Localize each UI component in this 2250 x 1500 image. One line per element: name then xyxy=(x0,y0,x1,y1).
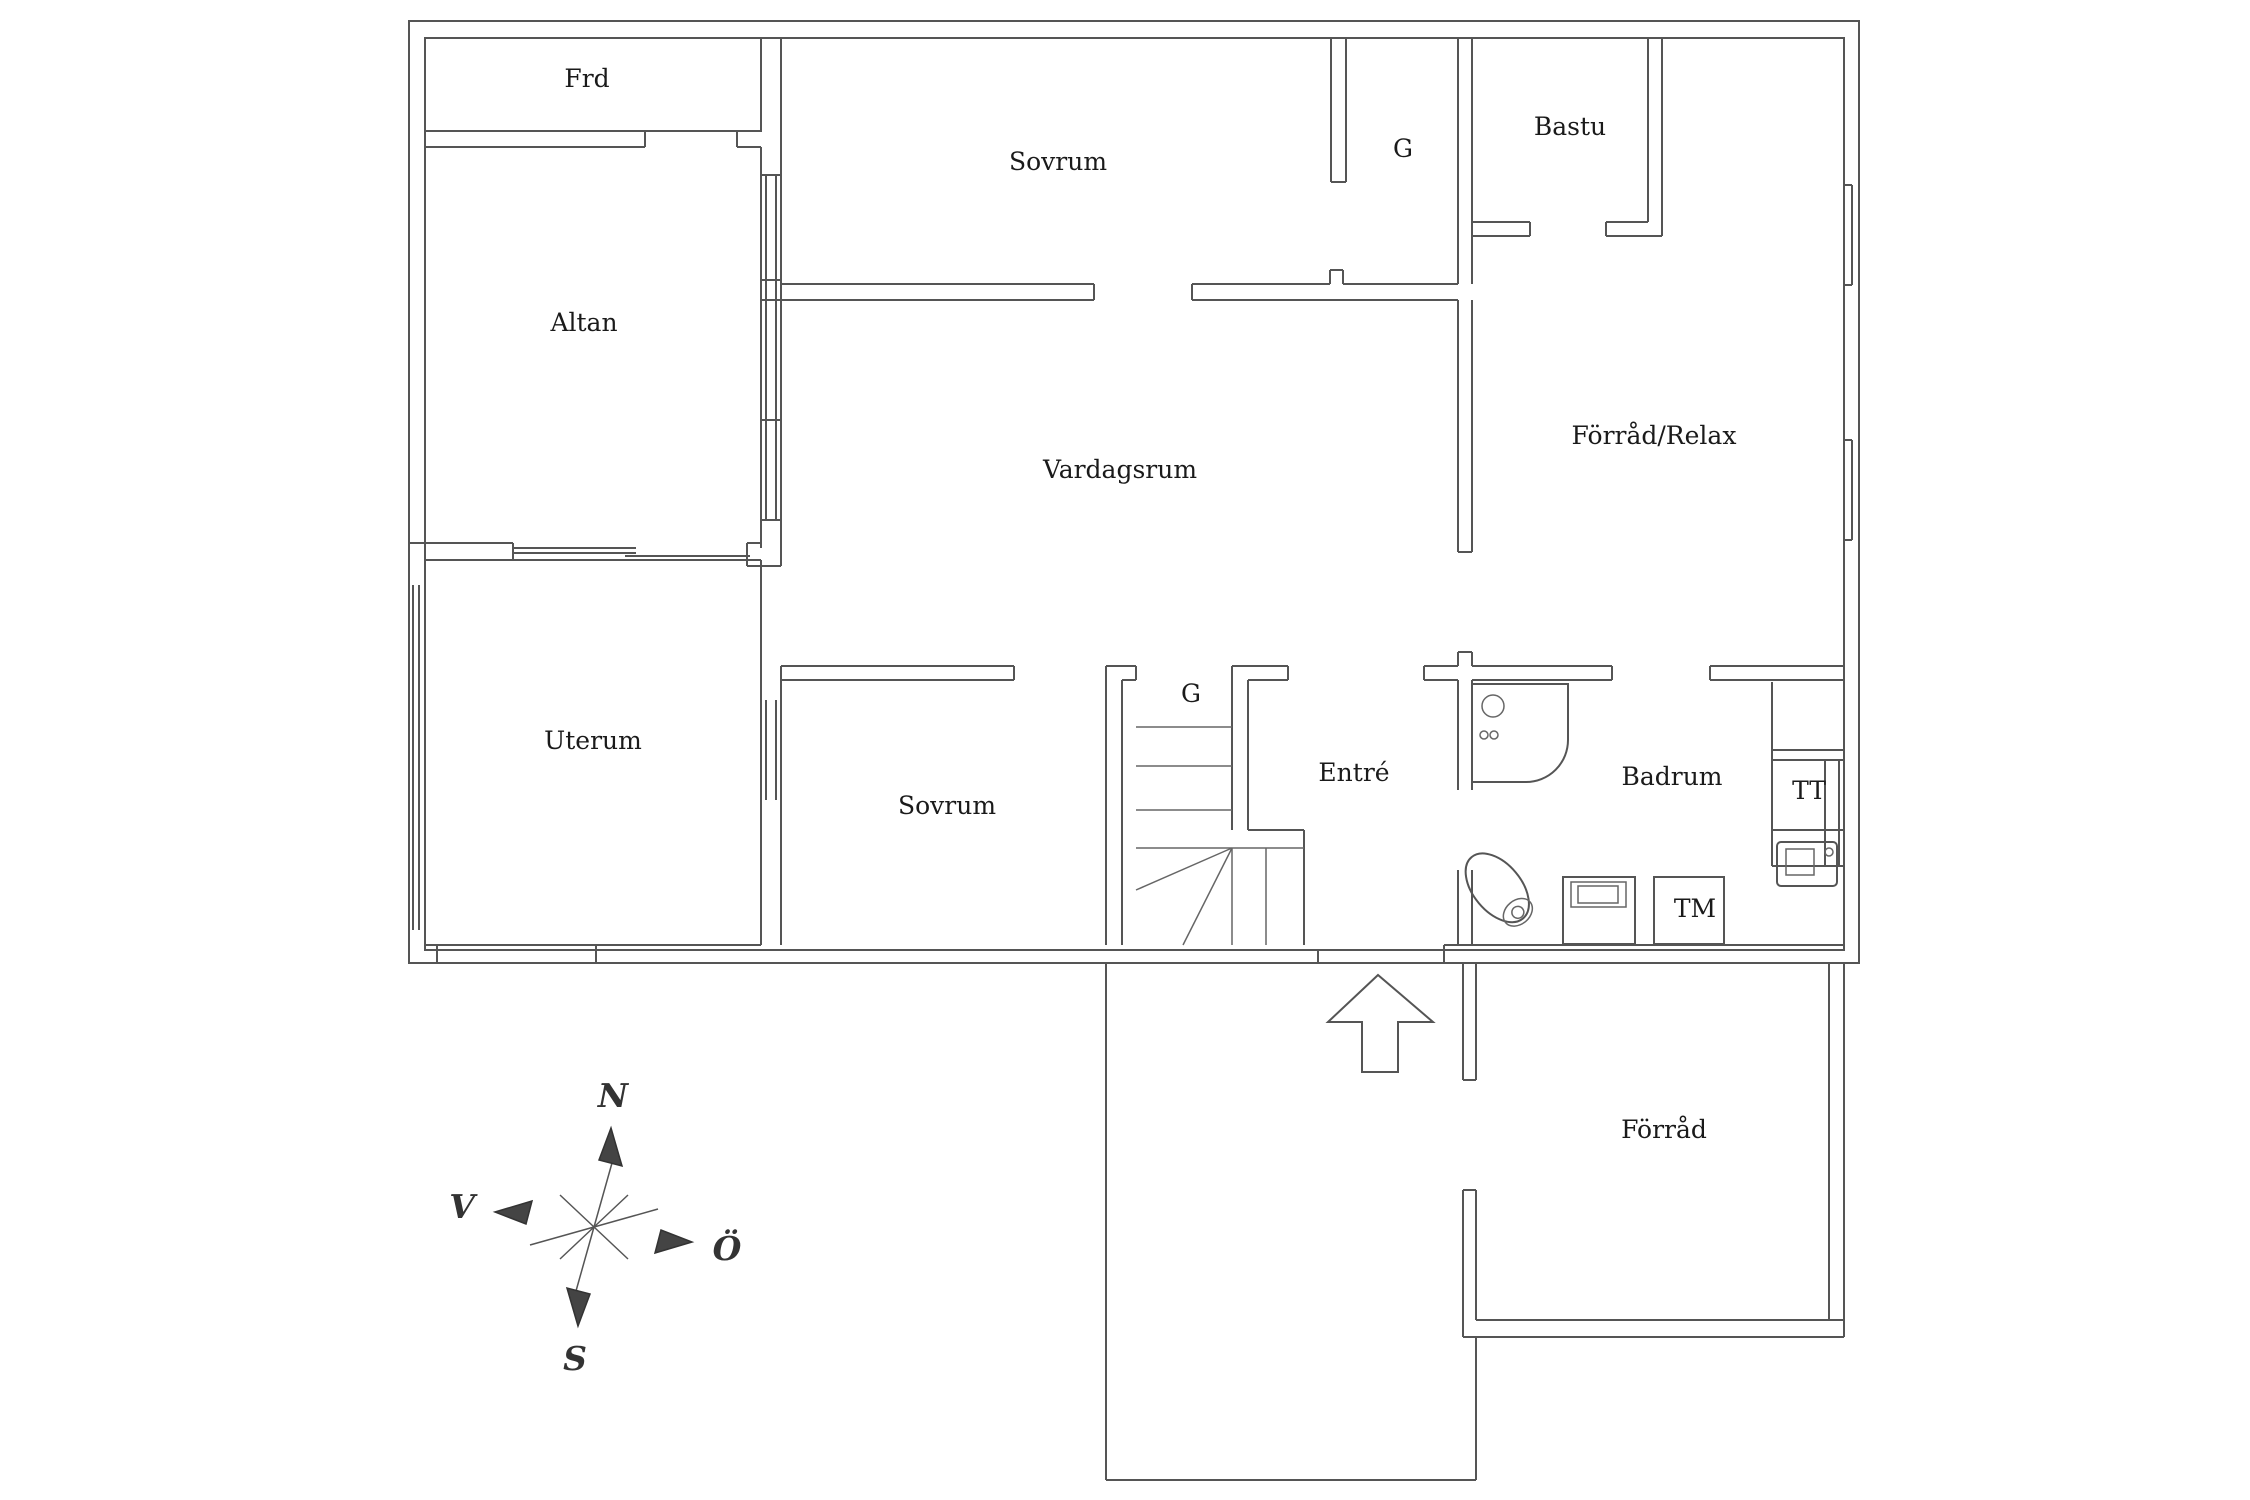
compass-west-label: V xyxy=(449,1187,478,1226)
stair xyxy=(1135,726,1304,946)
label-bastu: Bastu xyxy=(1534,112,1606,141)
room-frd xyxy=(424,37,762,148)
left-walls xyxy=(409,38,782,963)
compass-south-label: S xyxy=(563,1339,587,1378)
west-arrow-icon xyxy=(492,1199,534,1226)
room-sovrum-top-walls xyxy=(781,37,1473,553)
south-arrow-icon xyxy=(565,1286,591,1329)
label-entre: Entré xyxy=(1318,758,1389,787)
label-sovrum-top: Sovrum xyxy=(1009,147,1107,176)
annex-walls xyxy=(1105,950,1845,1481)
label-g-stair: G xyxy=(1181,679,1201,708)
label-forrad: Förråd xyxy=(1621,1115,1707,1144)
label-frd: Frd xyxy=(564,64,609,93)
north-arrow-icon xyxy=(598,1125,624,1168)
east-arrow-icon xyxy=(653,1228,695,1255)
compass: N V Ö S xyxy=(449,1076,741,1378)
bathroom-fittings xyxy=(1443,682,1844,963)
label-badrum: Badrum xyxy=(1621,762,1722,791)
outer-walls xyxy=(408,20,1860,964)
compass-north-label: N xyxy=(597,1076,630,1115)
label-tm: TM xyxy=(1674,894,1716,923)
compass-east-label: Ö xyxy=(713,1228,742,1268)
label-g-top: G xyxy=(1393,134,1413,163)
compass-star-icon xyxy=(529,1162,659,1292)
room-labels: Frd Sovrum G Bastu Altan Vardagsrum Förr… xyxy=(544,64,1826,1144)
room-bastu-walls xyxy=(1472,37,1853,541)
entrance-arrow-icon xyxy=(1325,973,1436,1073)
label-tt: TT xyxy=(1792,776,1826,805)
toilet-icon xyxy=(1464,852,1534,927)
label-vardagsrum: Vardagsrum xyxy=(1042,455,1197,484)
label-sovrum-bottom: Sovrum xyxy=(898,791,996,820)
label-forrad-relax: Förråd/Relax xyxy=(1572,421,1737,450)
label-altan: Altan xyxy=(549,308,617,337)
label-uterum: Uterum xyxy=(544,726,642,755)
